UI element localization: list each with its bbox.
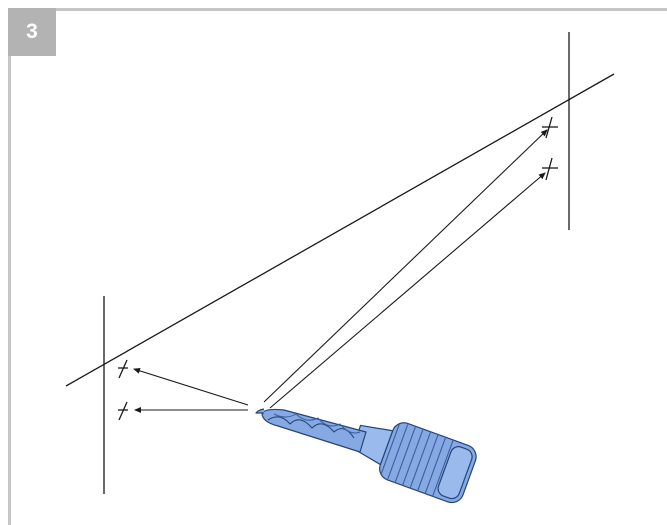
- arrow-to-upper-left-mark: [133, 367, 249, 406]
- arrow-to-lower-right-mark: [269, 172, 546, 409]
- diagonal-reference-line: [65, 73, 615, 387]
- x-mark-icon: [118, 359, 128, 379]
- x-mark-icon: [542, 116, 558, 139]
- arrow-to-upper-right-mark: [263, 129, 548, 403]
- x-mark-icon: [542, 157, 558, 181]
- step-number-badge: 3: [8, 8, 56, 56]
- x-mark-icon: [118, 401, 128, 421]
- drill-bit-chuck-icon: [255, 408, 477, 504]
